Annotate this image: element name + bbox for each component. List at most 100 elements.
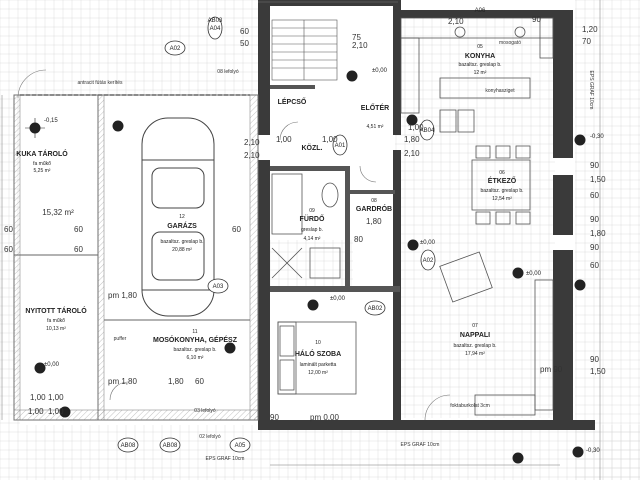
room-etkezo-name: ÉTKEZŐ (488, 176, 517, 185)
room-konyha-name: KONYHA (465, 53, 495, 60)
tag-label-3: AB03 (208, 18, 223, 24)
room-labels: KUKA TÁROLÓ fa műkő 5,25 m² 12 GARÁZS ba… (16, 44, 523, 376)
room-kuka-floor: fa műkő (33, 161, 51, 167)
dim-top-0: 60 (240, 27, 249, 36)
room-etkezo-floor: bazaltsz. greslap b. (480, 188, 523, 194)
level-label-3: ±0,00 (526, 271, 542, 277)
level-marker-icon (112, 120, 124, 132)
dim-mid-9: 90 (270, 413, 279, 422)
level-label-7: -0,30 (586, 448, 600, 454)
section-tags (117, 16, 436, 453)
level-marker-icon (224, 342, 236, 354)
eps-label-1: EPS GRAF 10cm (401, 442, 440, 448)
room-mosokonyha-number: 11 (192, 329, 197, 335)
kitchen-furniture (400, 17, 554, 114)
eps-label-3: EPS GRAF 10cm (588, 71, 594, 110)
dim-right-0: 90 (590, 161, 599, 170)
room-furdo-name: FÜRDŐ (300, 214, 325, 223)
dim-right-7: 1,50 (590, 367, 606, 376)
tag-label-7: AB02 (368, 306, 383, 312)
dimension-lines (1, 0, 601, 480)
tag-label-2: A04 (210, 26, 221, 32)
dim-mid-2: 2,10 (244, 138, 260, 147)
room-furdo-floor: greslap b. (301, 227, 323, 233)
room-garazs-floor: bazaltsz. greslap b. (160, 239, 203, 245)
dim-bottom-4: 60 (195, 377, 204, 386)
level-label-6: -0,30 (590, 134, 604, 140)
dim-right-4: 1,80 (590, 229, 606, 238)
room-mosokonyha-floor: bazaltsz. greslap b. (173, 347, 216, 353)
tag-label-1: A03 (213, 284, 224, 290)
sofa (439, 251, 554, 416)
antracit-label: antracit fútás kerítés (77, 80, 123, 86)
dim-mid-6: 1,80 (404, 135, 420, 144)
room-furdo-area: 4,14 m² (304, 236, 321, 242)
dim-mid-10: 1,80 (366, 217, 382, 226)
room-eloter-name: ELŐTÉR (361, 103, 389, 112)
dim-left-3: 60 (74, 245, 83, 254)
level-label-2: ±0,00 (330, 296, 346, 302)
room-garazs-area: 20,88 m² (172, 247, 192, 253)
level-markers (25, 70, 586, 464)
dining-table (439, 109, 531, 225)
lefolyo-label-1: 08 lefolyó (217, 69, 239, 75)
dim-top-2: 2,10 (352, 41, 368, 50)
level-marker-icon (572, 446, 584, 458)
tag-label-5: AB08 (121, 443, 136, 449)
dim-right-5: 90 (590, 243, 599, 252)
room-eloter-area: 4,51 m² (367, 124, 384, 130)
faktaburkolat-label: foktaburkolat 3cm (450, 403, 489, 409)
dim-mid-1: 1,00 (322, 135, 338, 144)
dim-mid-3: 2,10 (244, 151, 260, 160)
tag-label-10: A05 (235, 443, 246, 449)
puffer-label: puffer (114, 336, 127, 342)
dim-bottom-2: pm 1,80 (108, 377, 137, 386)
walls (258, 0, 595, 430)
dim-bottom-6: pm 1,80 (108, 291, 137, 300)
room-etkezo-number: 06 (499, 170, 505, 176)
level-label-1: ±0,00 (372, 68, 388, 74)
level-marker-icon (346, 70, 358, 82)
tag-label-0: A02 (170, 46, 181, 52)
room-garazs-name: GARÁZS (167, 221, 197, 230)
dim-mid-7: 2,10 (404, 149, 420, 158)
konyhasziget-label: konyhasziget (485, 88, 515, 94)
room-gardrob-name: GARDRÓB (356, 204, 392, 213)
level-label-5: -0,15 (44, 118, 58, 124)
room-haloszoba-number: 10 (315, 340, 321, 346)
room-haloszoba-name: HÁLÓ SZOBA (295, 349, 341, 358)
room-nyitott-floor: fa műkő (47, 318, 65, 324)
room-mosokonyha-name: MOSÓKONYHA, GÉPÉSZ (153, 335, 238, 344)
mosogato-label: mosogató (499, 40, 521, 46)
dim-right-2: 60 (590, 191, 599, 200)
dim-right-3: 90 (590, 215, 599, 224)
dim-bottom-3: 1,80 (168, 377, 184, 386)
level-label-8: ±0,00 (44, 362, 60, 368)
lefolyo-label-3: 02 lefolyó (199, 434, 221, 440)
eps-label-2: EPS GRAF 10cm (206, 456, 245, 462)
dim-left-1: 60 (74, 225, 83, 234)
dim-bottom-0: 1,00 (28, 407, 44, 416)
lefolyo-label-2: 03 lefolyó (194, 408, 216, 414)
level-marker-icon (25, 118, 45, 138)
dim-top-7: 70 (582, 37, 591, 46)
room-konyha-number: 05 (477, 44, 483, 50)
dim-mid-0: 1,00 (276, 135, 292, 144)
dim-top-5: 90 (532, 15, 541, 24)
dim-bottom-1: 1,00 (48, 407, 64, 416)
level-marker-icon (407, 239, 419, 251)
room-nappali-number: 07 (472, 323, 478, 329)
room-nappali-area: 17,94 m² (465, 351, 485, 357)
room-furdo-number: 09 (309, 208, 315, 214)
level-label-4: ±0,00 (420, 240, 436, 246)
dim-left-4: 1,00 (30, 393, 46, 402)
dim-left-5: 1,00 (48, 393, 64, 402)
room-kozl-name: KÖZL. (302, 143, 323, 152)
dim-right-6: 60 (590, 261, 599, 270)
dim-bottom-7: pm 90 (540, 365, 563, 374)
garage-walls (13, 94, 259, 421)
dim-mid-5: 60 (232, 225, 241, 234)
level-marker-icon (512, 452, 524, 464)
room-lepcso-name: LÉPCSŐ (278, 97, 307, 106)
